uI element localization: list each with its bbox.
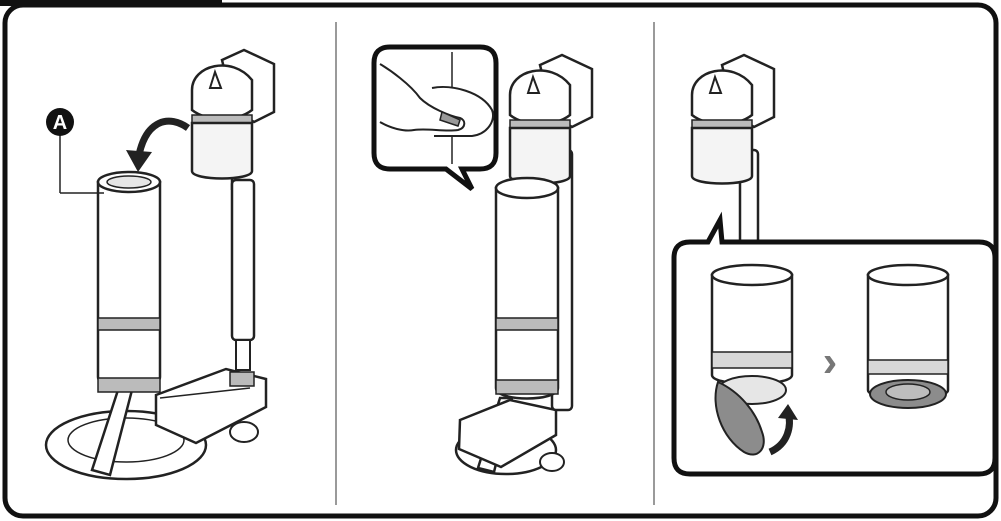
dust-station-cylinder (96, 170, 162, 393)
step-3-panel: › (671, 53, 998, 477)
charging-base (454, 396, 565, 476)
callout-marker-label: A (53, 112, 67, 134)
step-1-panel: A (44, 48, 276, 481)
handheld-vacuum (690, 53, 776, 247)
header-tab (0, 0, 222, 6)
callout-marker (46, 108, 74, 136)
dust-bin-closed (866, 263, 950, 409)
lift-arrowhead-icon (126, 150, 152, 172)
bin-lid-icon (714, 380, 765, 456)
stick-vacuum-docked (494, 53, 594, 412)
detail-callout-box: › (671, 211, 998, 477)
dust-bin-open (710, 263, 798, 456)
zoom-callout-bubble (371, 44, 499, 191)
stick-vacuum (154, 48, 276, 445)
next-step-chevron-icon: › (823, 337, 838, 386)
step-2-panel (371, 44, 594, 476)
lift-arrow-icon (134, 117, 191, 161)
